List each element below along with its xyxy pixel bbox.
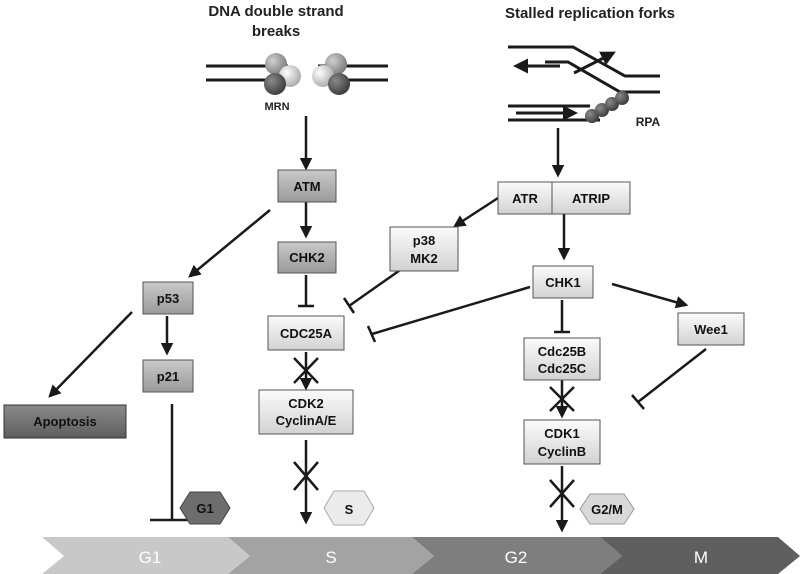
svg-text:Wee1: Wee1 [694, 322, 728, 337]
inhibit-p38-cdc25a [342, 266, 404, 314]
node-atrip: ATRIP [551, 181, 631, 215]
node-p53: p53 [142, 281, 194, 315]
node-wee1: Wee1 [677, 312, 745, 346]
svg-text:p21: p21 [157, 369, 179, 384]
node-cdc25bc: Cdc25B Cdc25C [523, 337, 601, 381]
mrn-label: MRN [264, 101, 289, 113]
phase-m: M [600, 537, 800, 574]
svg-text:G1: G1 [139, 548, 162, 567]
svg-text:Cdc25B: Cdc25B [538, 344, 586, 359]
svg-text:CDC25A: CDC25A [280, 326, 333, 341]
svg-text:G2/M: G2/M [591, 502, 623, 517]
phase-s: S [228, 537, 434, 574]
arrow-chk1-to-wee1 [611, 282, 689, 309]
activation-arrows [48, 116, 689, 533]
svg-text:CDK2: CDK2 [288, 396, 323, 411]
rpa-coated-ssdna [585, 91, 629, 123]
phase-g1: G1 [42, 537, 250, 574]
dsb-heading-line2: breaks [252, 23, 300, 40]
cell-cycle-phase-bar: G1 S G2 M [42, 537, 800, 574]
phase-g2: G2 [412, 537, 622, 574]
arrow-p53-to-apoptosis [48, 311, 133, 398]
node-cdc25a: CDC25A [267, 315, 345, 351]
rpa-label: RPA [636, 115, 661, 129]
node-p21: p21 [142, 359, 194, 393]
node-atr: ATR [497, 181, 553, 215]
inhibit-wee1-cdk1 [631, 348, 707, 410]
checkpoint-g1-hexagon: G1 [179, 491, 231, 525]
block-cross-cdk2-s [293, 461, 319, 491]
arrow-atr-to-p38 [452, 196, 499, 228]
inhibition-lines [150, 266, 707, 522]
inhibit-chk1-cdc25a [366, 285, 531, 343]
node-chk1: CHK1 [532, 265, 594, 299]
svg-text:MK2: MK2 [410, 251, 437, 266]
svg-text:S: S [345, 502, 354, 517]
svg-text:ATM: ATM [293, 179, 320, 194]
inhibit-p21-g1 [150, 404, 194, 522]
svg-text:CyclinA/E: CyclinA/E [276, 413, 337, 428]
svg-text:Cdc25C: Cdc25C [538, 361, 587, 376]
checkpoint-s-hexagon: S [323, 490, 375, 526]
block-cross-cdk1-g2m [549, 479, 575, 508]
svg-text:p53: p53 [157, 291, 179, 306]
svg-text:S: S [325, 548, 336, 567]
dsb-heading-line1: DNA double strand [208, 3, 343, 20]
mrn-complex-left [264, 53, 301, 95]
node-atm: ATM [277, 169, 337, 203]
svg-text:G2: G2 [505, 548, 528, 567]
svg-text:Apoptosis: Apoptosis [33, 414, 97, 429]
mrn-complex-right [312, 53, 350, 95]
node-p38-mk2: p38 MK2 [389, 226, 459, 272]
svg-text:CDK1: CDK1 [544, 426, 579, 441]
arrow-atm-to-p53 [188, 209, 271, 278]
svg-text:ATR: ATR [512, 191, 538, 206]
fork-direction-arrows [513, 51, 616, 121]
svg-text:p38: p38 [413, 233, 435, 248]
node-cdk2-cyclin: CDK2 CyclinA/E [258, 389, 354, 435]
inhibit-chk1-cdc25bc [554, 300, 570, 334]
block-crosses [293, 357, 575, 508]
checkpoint-g2m-hexagon: G2/M [579, 493, 635, 525]
svg-text:CHK1: CHK1 [545, 275, 580, 290]
node-chk2: CHK2 [277, 241, 337, 274]
svg-text:CHK2: CHK2 [289, 250, 324, 265]
block-cross-cdc25a-cdk2 [293, 357, 319, 384]
svg-text:M: M [694, 548, 708, 567]
svg-text:ATRIP: ATRIP [572, 191, 610, 206]
svg-text:G1: G1 [196, 501, 213, 516]
block-cross-cdc25bc-cdk1 [549, 386, 575, 412]
svg-text:CyclinB: CyclinB [538, 444, 586, 459]
stalled-forks-heading: Stalled replication forks [505, 5, 675, 22]
node-apoptosis: Apoptosis [3, 404, 127, 439]
node-cdk1-cyclin: CDK1 CyclinB [523, 419, 601, 465]
replication-fork [508, 45, 660, 122]
inhibit-chk2-cdc25a [298, 275, 314, 308]
